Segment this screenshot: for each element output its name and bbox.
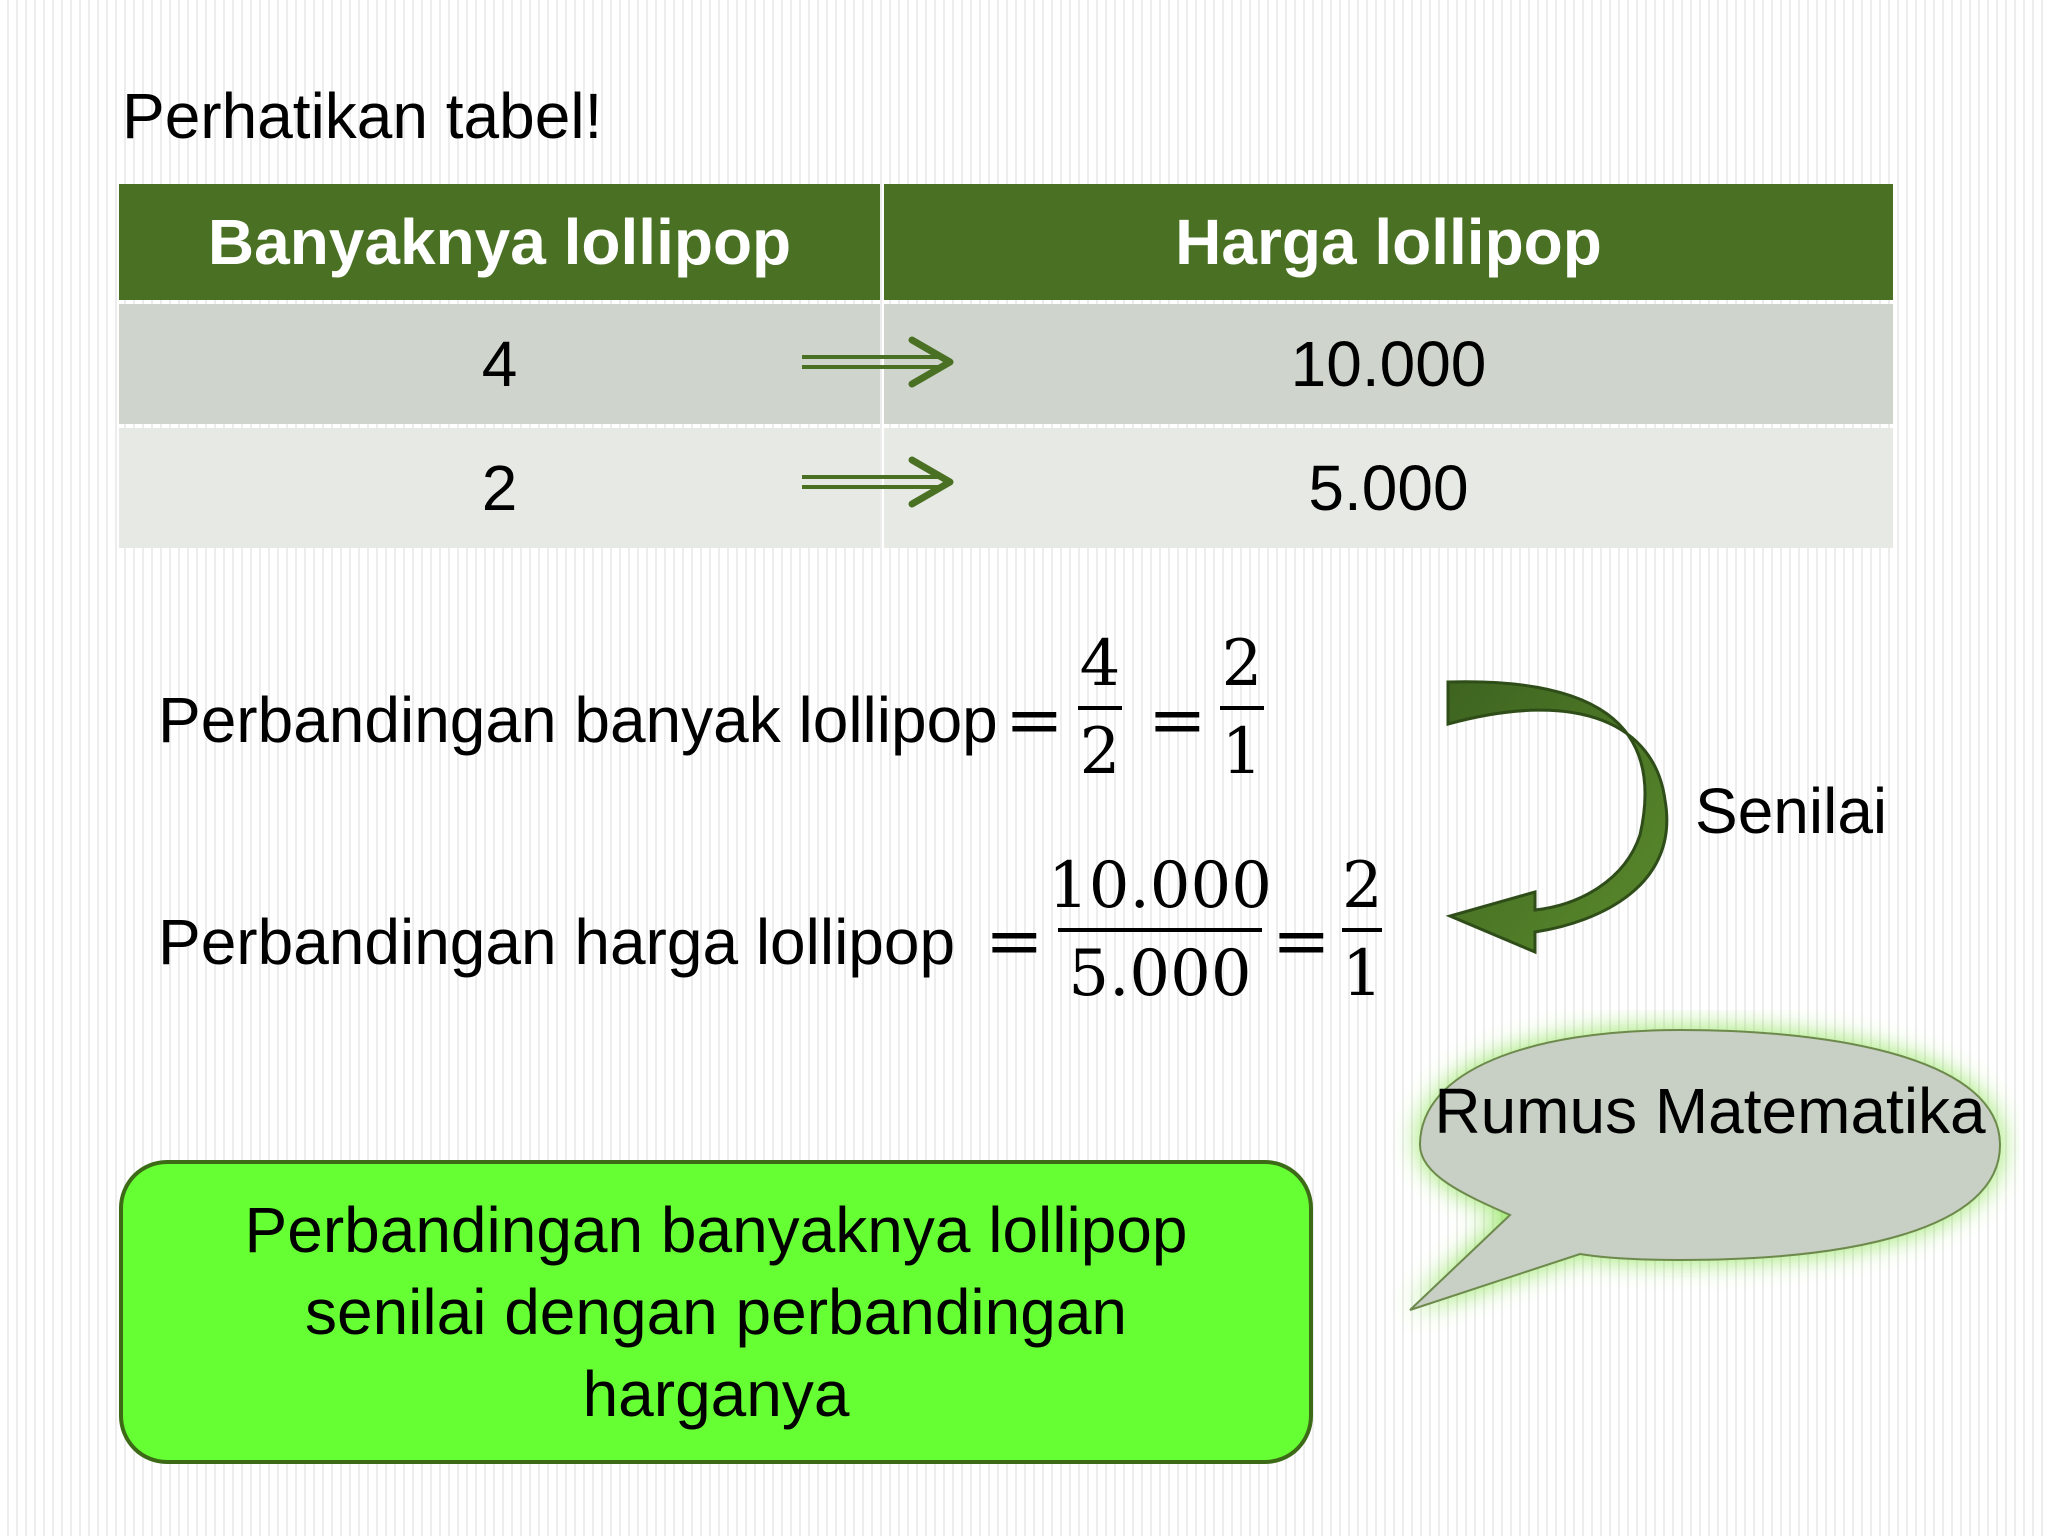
bubble-text: Rumus Matematika: [1434, 1075, 1986, 1147]
fraction-numerator: 10.000: [1048, 849, 1272, 923]
fraction-denominator: 1: [1221, 715, 1263, 789]
fraction-bar: [1078, 706, 1122, 710]
conclusion-text: Perbandingan banyaknya lollipop senilai …: [244, 1194, 1188, 1430]
fraction-bar: [1220, 706, 1264, 710]
senilai-label: Senilai: [1695, 775, 1888, 847]
lollipop-table: Banyaknya lollipop Harga lollipop 4 10.0…: [119, 184, 1893, 548]
fraction-price-simplified: 2 1: [1342, 854, 1383, 1006]
table-row: 4 10.000: [119, 304, 1893, 424]
fraction-denominator: 2: [1079, 715, 1121, 789]
fraction-denominator: 5.000: [1068, 937, 1252, 1011]
equals-sign: =: [1005, 679, 1064, 761]
right-arrow-icon: [802, 456, 954, 508]
curved-arrow-icon: [1445, 680, 1669, 955]
fraction-numerator: 4: [1079, 627, 1121, 701]
fraction-quantity-simplified: 2 1: [1220, 632, 1264, 784]
header-cell-price: Harga lollipop: [884, 184, 1893, 300]
page-title: Perhatikan tabel!: [122, 80, 603, 152]
fraction-numerator: 2: [1342, 849, 1383, 923]
equals-sign: =: [985, 900, 1044, 982]
fraction-price: 10.000 5.000: [1048, 854, 1272, 1006]
ratio-price-label: Perbandingan harga lollipop: [158, 906, 956, 978]
fraction-bar: [1057, 928, 1262, 932]
speech-bubble-icon: [1409, 1028, 2002, 1311]
fraction-quantity: 4 2: [1078, 632, 1122, 784]
fraction-denominator: 1: [1342, 937, 1383, 1011]
right-arrow-icon: [802, 336, 954, 388]
quantity-cell: 2: [119, 428, 880, 548]
equals-sign: =: [1148, 679, 1207, 761]
fraction-bar: [1342, 928, 1383, 932]
price-cell: 5.000: [884, 428, 1893, 548]
ratio-quantity-label: Perbandingan banyak lollipop: [158, 684, 998, 756]
quantity-cell: 4: [119, 304, 880, 424]
table-row: 2 5.000: [119, 428, 1893, 548]
fraction-numerator: 2: [1221, 627, 1263, 701]
price-cell: 10.000: [884, 304, 1893, 424]
header-cell-quantity: Banyaknya lollipop: [119, 184, 880, 300]
equals-sign: =: [1272, 900, 1331, 982]
conclusion-box: Perbandingan banyaknya lollipop senilai …: [119, 1160, 1313, 1464]
table-header-row: Banyaknya lollipop Harga lollipop: [119, 184, 1893, 300]
